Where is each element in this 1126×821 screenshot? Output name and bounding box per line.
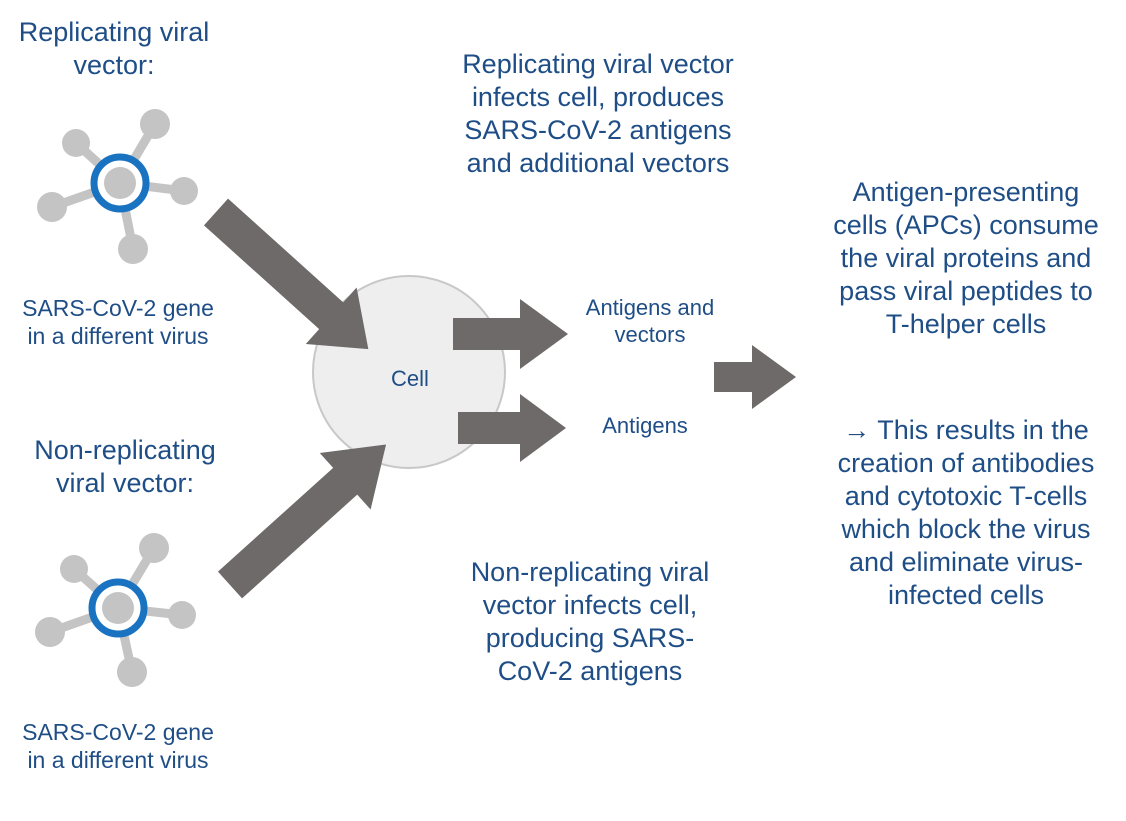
replicating-gene-label: SARS-CoV-2 gene in a different virus xyxy=(22,295,214,350)
arrow-cell-to-antigens xyxy=(458,394,566,462)
replicating-vector-molecule-icon xyxy=(37,109,198,264)
outcome-description: → This results in the creation of antibo… xyxy=(837,415,1095,610)
non-replicating-title: Non-replicating viral vector: xyxy=(34,435,216,498)
apc-description: Antigen-presenting cells (APCs) consume … xyxy=(833,177,1099,339)
replicating-process-text: Replicating viral vector infects cell, p… xyxy=(462,49,734,178)
antigens-and-vectors-label: Antigens and vectors xyxy=(585,295,715,347)
cell-label: Cell xyxy=(391,366,429,391)
arrow-non-replicating-to-cell xyxy=(217,444,387,599)
antigens-label: Antigens xyxy=(602,413,688,438)
arrow-to-apcs xyxy=(714,345,796,409)
non-replicating-gene-label: SARS-CoV-2 gene in a different virus xyxy=(22,719,214,774)
non-replicating-vector-molecule-icon xyxy=(35,533,196,687)
non-replicating-process-text: Non-replicating viral vector infects cel… xyxy=(470,557,710,686)
replicating-title: Replicating viral vector: xyxy=(18,17,210,80)
arrow-replicating-to-cell xyxy=(203,198,369,350)
arrow-cell-to-antigens-vectors xyxy=(453,299,568,369)
